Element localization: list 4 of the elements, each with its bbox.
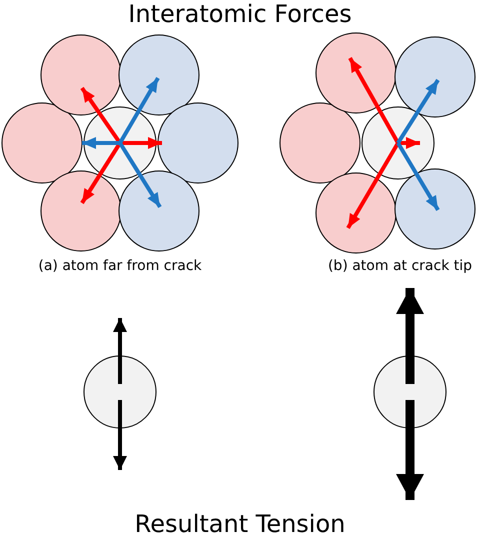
title: Interatomic Forces [128,0,352,28]
caption-label: (b) atom at crack tip [328,258,472,274]
heading: Resultant Tension [134,510,346,538]
caption-label: (a) atom far from crack [38,258,202,274]
